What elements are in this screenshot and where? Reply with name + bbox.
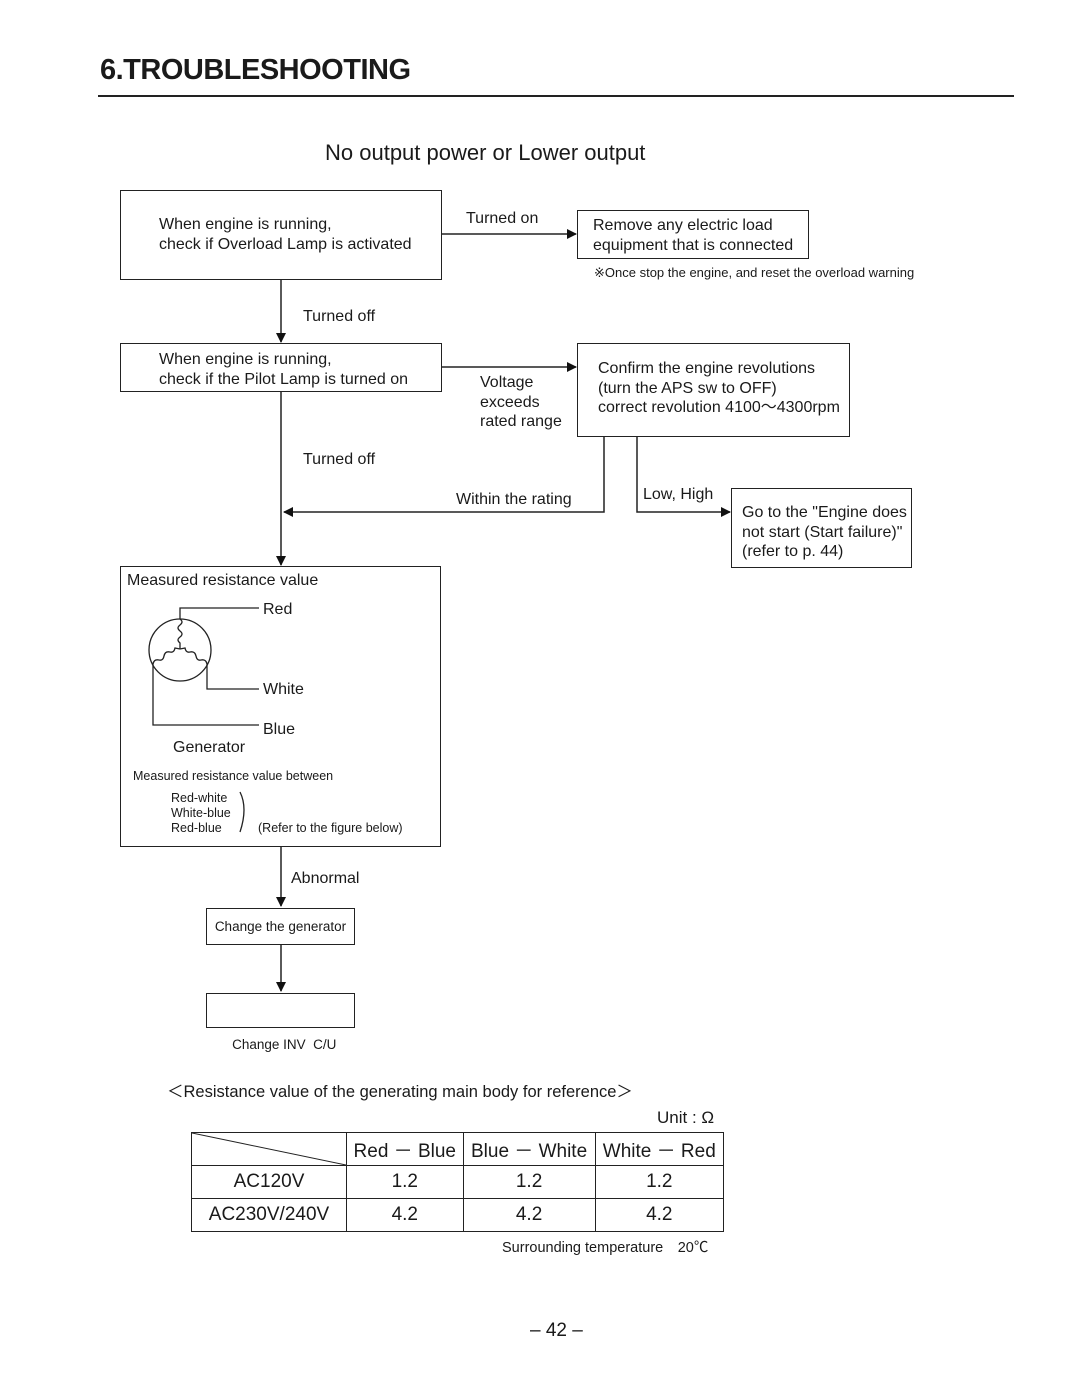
- resistance-box: Measured resistance value Red White Blue…: [120, 566, 441, 847]
- table-cell: 4.2: [462, 1198, 596, 1232]
- pilot-check-line1: When engine is running,: [159, 351, 332, 368]
- table-cell: 1.2: [462, 1165, 596, 1199]
- arrow-within-rating: [283, 437, 605, 517]
- turned-off-label-1: Turned off: [303, 308, 376, 325]
- overload-note: ※Once stop the engine, and reset the ove…: [594, 265, 915, 280]
- confirm-line3: correct revolution 4100〜4300rpm: [598, 399, 840, 416]
- reference-table-title: ＜Resistance value of the generating main…: [167, 1083, 633, 1101]
- voltage-label-line3: rated range: [480, 413, 562, 430]
- lead-blue: [152, 664, 259, 726]
- winding-right: [179, 647, 208, 665]
- lead-red: [179, 607, 259, 619]
- within-rating-label: Within the rating: [456, 491, 572, 508]
- pilot-check-line2: check if the Pilot Lamp is turned on: [159, 370, 409, 388]
- refer-note: (Refer to the figure below): [258, 821, 403, 835]
- generator-diagram: [148, 607, 259, 833]
- arrow-low-high: [636, 437, 731, 517]
- unit-label: Unit : Ω: [657, 1108, 715, 1127]
- confirm-line2: (turn the APS sw to OFF): [598, 379, 777, 397]
- pair-red-white: Red-white: [171, 791, 228, 805]
- generator-circle: [148, 618, 212, 682]
- change-generator-box: Change the generator: [206, 908, 355, 945]
- generator-label: Generator: [173, 739, 246, 756]
- turned-off-label-2: Turned off: [303, 451, 376, 468]
- table-corner-cell: [191, 1132, 347, 1166]
- wire-white-label: White: [263, 681, 304, 698]
- lead-white: [206, 664, 259, 690]
- confirm-line1: Confirm the engine revolutions: [598, 360, 816, 377]
- row-label: AC230V/240V: [191, 1198, 347, 1232]
- change-generator-label: Change the generator: [214, 919, 347, 934]
- row-label: AC120V: [191, 1165, 347, 1199]
- pair-white-blue: White-blue: [171, 806, 231, 820]
- wire-red-label: Red: [263, 601, 293, 618]
- table-cell: 4.2: [594, 1198, 725, 1232]
- confirm-revolutions-box: Confirm the engine revolutions (turn the…: [577, 343, 850, 437]
- overload-check-line1: When engine is running,: [159, 216, 332, 233]
- section-heading: 6.TROUBLESHOOTING: [100, 54, 411, 86]
- abnormal-label: Abnormal: [291, 870, 360, 887]
- table-cell: 1.2: [594, 1165, 725, 1199]
- change-inv-label: Change INV C/U: [232, 1037, 337, 1052]
- engine-start-box: Go to the "Engine does not start (Start …: [731, 488, 912, 568]
- engine-start-line3: (refer to p. 44): [742, 543, 844, 560]
- pilot-check-box: When engine is running, check if the Pil…: [120, 343, 442, 392]
- remove-load-line1: Remove any electric load: [593, 217, 773, 234]
- overload-check-box: When engine is running, check if Overloa…: [120, 190, 442, 280]
- pair-red-blue: Red-blue: [171, 821, 222, 835]
- diagonal-line: [192, 1133, 346, 1165]
- resistance-box-title: Measured resistance value: [127, 572, 319, 589]
- column-header: Red － Blue: [346, 1132, 464, 1166]
- winding-top: [177, 618, 183, 649]
- resistance-table: Red － Blue Blue － White White － Red AC12…: [191, 1132, 725, 1232]
- overload-check-line2: check if Overload Lamp is activated: [159, 235, 412, 253]
- wire-blue-label: Blue: [263, 721, 296, 738]
- remove-load-line2: equipment that is connected: [593, 236, 794, 254]
- table-row: AC230V/240V 4.2 4.2 4.2: [191, 1198, 725, 1232]
- turned-on-label: Turned on: [466, 210, 539, 227]
- low-high-label: Low, High: [643, 486, 714, 503]
- temperature-footnote: Surrounding temperature 20℃: [502, 1240, 709, 1256]
- heading-rule: [98, 95, 1014, 97]
- remove-load-box: Remove any electric load equipment that …: [577, 210, 809, 259]
- table-header-row: Red － Blue Blue － White White － Red: [191, 1132, 725, 1166]
- voltage-exceeds-label: Voltage exceeds rated range: [480, 373, 562, 432]
- flowchart-title: No output power or Lower output: [325, 140, 646, 165]
- column-header: White － Red: [594, 1132, 725, 1166]
- between-label: Measured resistance value between: [133, 769, 334, 783]
- engine-start-line1: Go to the "Engine does: [742, 504, 907, 521]
- table-cell: 1.2: [346, 1165, 464, 1199]
- pair-bracket: [239, 791, 245, 833]
- change-inv-box: Change INV C/U: [206, 993, 355, 1052]
- page-number: – 42 –: [530, 1320, 583, 1341]
- winding-left: [152, 647, 181, 665]
- table-cell: 4.2: [346, 1198, 464, 1232]
- voltage-label-line1: Voltage: [480, 374, 534, 391]
- column-header: Blue － White: [462, 1132, 596, 1166]
- voltage-label-line2: exceeds: [480, 393, 540, 411]
- pair-list: Red-white White-blue Red-blue: [171, 791, 231, 836]
- engine-start-line2: not start (Start failure)": [742, 523, 903, 541]
- table-row: AC120V 1.2 1.2 1.2: [191, 1165, 725, 1199]
